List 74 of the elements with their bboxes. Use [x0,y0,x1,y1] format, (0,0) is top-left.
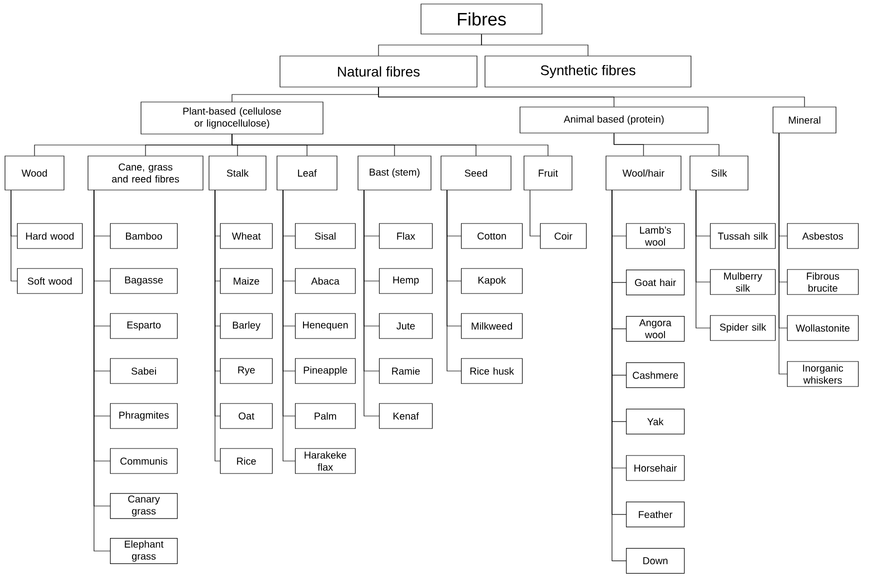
category-box: Bast (stem) [358,156,432,190]
connector [10,190,18,282]
fibre-box: Kenaf [379,403,433,429]
category-box: Animal based (protein) [520,106,708,134]
fibre-box: Coir [540,223,587,249]
category-box: Fruit [524,156,572,190]
fibre-box: Sabei [110,358,178,384]
fibre-box: Asbestos [787,223,859,249]
fibre-box: Cashmere [626,362,685,388]
fibre-box: Feather [626,502,685,528]
fibre-box: Wollastonite [787,315,859,341]
fibre-box: Rye [220,358,273,384]
connector [614,133,720,156]
fibre-box: Bagasse [110,268,178,294]
category-box: Wood [4,156,64,190]
fibre-box: Yak [626,408,685,434]
fibre-box: Lamb’s wool [626,223,685,249]
fibre-box: Kapok [461,268,523,294]
fibre-box: Elephant grass [110,538,178,564]
fibre-box: Bamboo [110,223,178,249]
fibre-box: Esparto [110,313,178,339]
fibre-box: Sisal [295,223,356,249]
fibre-box: Ramie [379,358,433,384]
fibre-box: Soft wood [17,268,83,294]
fibre-box: Henequen [295,313,356,339]
fibre-box: Milkweed [461,313,523,339]
category-box: Silk [690,156,748,190]
category-box: Wool/hair [606,156,682,190]
category-box: Natural fibres [280,56,478,88]
category-box: Stalk [208,156,266,190]
fibre-box: Oat [220,403,273,429]
fibre-box: Maize [220,268,273,294]
category-box: Seed [440,156,512,190]
fibre-box: Fibrous brucite [787,269,859,295]
category-box: Leaf [276,156,338,190]
fibre-box: Goat hair [626,270,685,296]
fibre-box: Hemp [379,268,433,294]
connector [214,190,220,462]
fibre-box: Mulberry silk [710,269,776,295]
connector [364,190,380,416]
category-box: Plant-based (cellulose or lignocellulose) [140,102,324,134]
category-box: Fibres [420,4,542,34]
fibre-box: Wheat [220,223,273,249]
fibre-box: Tussah silk [710,223,776,249]
fibre-box: Down [626,548,685,574]
fibre-box: Rice husk [461,358,523,384]
fibre-box: Pineapple [295,358,356,384]
fibre-box: Inorganic whiskers [787,361,859,387]
connector [232,134,548,156]
fibre-box: Phragmites [110,403,178,429]
fibre-box: Spider silk [710,315,776,341]
connector [530,190,540,236]
fibre-box: Communis [110,448,178,474]
fibre-box: Angora wool [626,316,685,342]
fibre-box: Cotton [461,223,523,249]
fibre-box: Harakeke flax [295,448,356,474]
fibre-box: Canary grass [110,493,178,519]
category-box: Cane, grass and reed fibres [88,156,204,190]
connector [446,190,462,372]
fibre-box: Rice [220,448,273,474]
fibre-box: Flax [379,223,433,249]
connector [778,133,788,374]
fibre-box: Palm [295,403,356,429]
fibre-box: Horsehair [626,455,685,481]
category-box: Mineral [772,106,836,134]
fibre-box: Abaca [295,268,356,294]
connector [481,34,588,56]
fibre-box: Jute [379,313,433,339]
connector [696,190,710,328]
connector [282,190,296,462]
connector [378,87,805,107]
fibre-box: Barley [220,313,273,339]
category-box: Synthetic fibres [484,56,692,88]
fibre-box: Hard wood [17,223,83,249]
